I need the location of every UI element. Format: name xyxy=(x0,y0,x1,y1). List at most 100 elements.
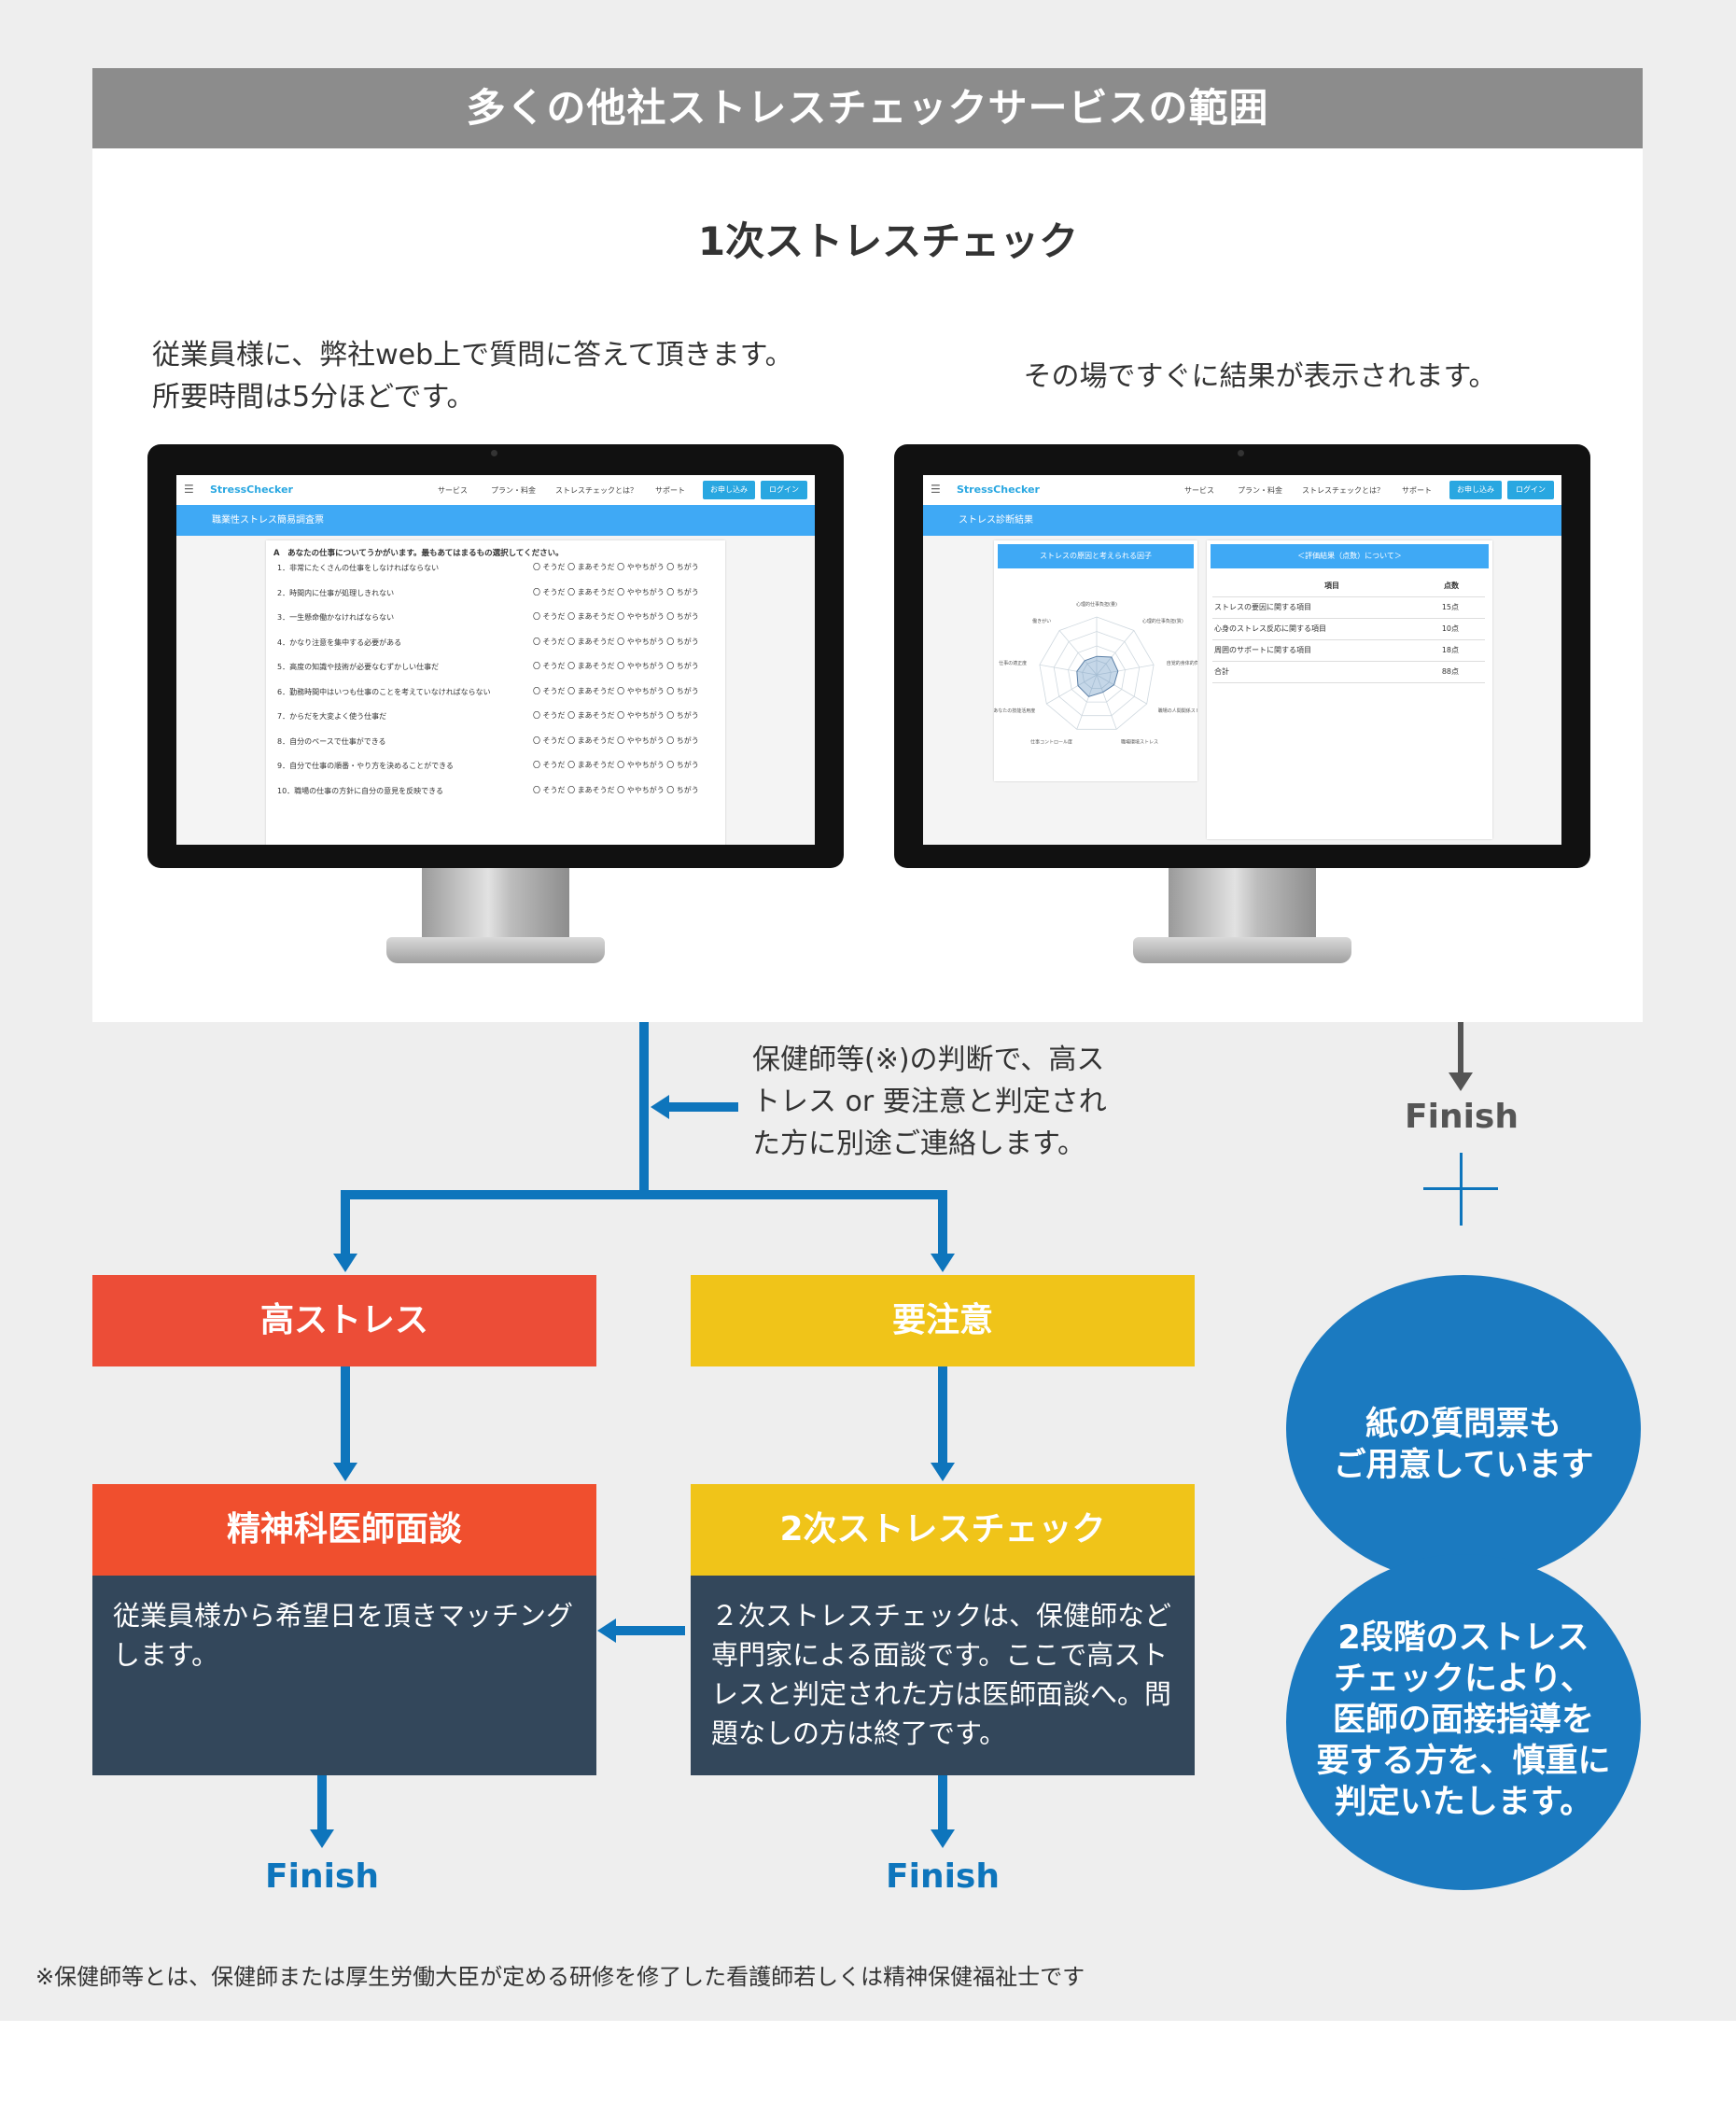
list-item: 2．時間内に仕事が処理しきれない〇 そうだ 〇 まあそうだ 〇 ややちがう 〇 … xyxy=(273,586,721,610)
nav-link-service[interactable]: サービス xyxy=(438,486,468,495)
arrow-down-gray xyxy=(1449,1072,1473,1091)
circle-bottom-line-4: 要する方を、慎重に xyxy=(1316,1743,1611,1780)
site-navbar: ☰ StressChecker サービス プラン・料金 ストレスチェックとは？ … xyxy=(923,475,1561,506)
answer-options[interactable]: 〇 そうだ 〇 まあそうだ 〇 ややちがう 〇 ちがう xyxy=(533,587,699,596)
row-score: 18点 xyxy=(1441,646,1459,654)
monitor-results: ☰ StressChecker サービス プラン・料金 ストレスチェックとは？ … xyxy=(894,444,1590,972)
apply-button[interactable]: お申し込み xyxy=(1449,481,1502,499)
flow-line-note xyxy=(669,1102,738,1112)
site-logo[interactable]: StressChecker xyxy=(210,483,293,496)
answer-options[interactable]: 〇 そうだ 〇 まあそうだ 〇 ややちがう 〇 ちがう xyxy=(533,785,699,794)
footnote: ※保健師等とは、保健師または厚生労働大臣が定める研修を修了した看護師若しくは精神… xyxy=(35,1964,1085,1990)
row-score: 15点 xyxy=(1441,603,1459,611)
flow-line-gray xyxy=(1458,1022,1463,1074)
note-line-3: た方に別途ご連絡します。 xyxy=(752,1128,1085,1160)
login-button[interactable]: ログイン xyxy=(761,481,807,499)
answer-options[interactable]: 〇 そうだ 〇 まあそうだ 〇 ややちがう 〇 ちがう xyxy=(533,736,699,745)
questionnaire-section-title: A あなたの仕事についてうかがいます。最もあてはまるもの選択してください。 xyxy=(273,549,564,558)
second-check-body: ２次ストレスチェックは、保健師など専門家による面談です。ここで高ストレスと判定さ… xyxy=(691,1576,1195,1775)
radar-axis-label: 仕事の適正度 xyxy=(999,660,1027,666)
answer-options[interactable]: 〇 そうだ 〇 まあそうだ 〇 ややちがう 〇 ちがう xyxy=(533,662,699,670)
note-line-2: トレス or 要注意と判定され xyxy=(752,1086,1107,1118)
radar-spoke xyxy=(1076,674,1098,730)
radar-axis-label: 心理的仕事負担(質) xyxy=(1142,618,1183,624)
radar-series xyxy=(1076,655,1119,697)
row-item: 心身のストレス反応に関する項目 xyxy=(1214,624,1326,633)
hamburger-menu-icon[interactable]: ☰ xyxy=(931,483,941,496)
question-text: 6．勤務時間中はいつも仕事のことを考えていなければならない xyxy=(277,687,491,696)
header-item: 項目 xyxy=(1324,582,1339,590)
question-text: 9．自分で仕事の順番・やり方を決めることができる xyxy=(277,762,454,770)
row-item: 周囲のサポートに関する項目 xyxy=(1214,646,1311,654)
answer-options[interactable]: 〇 そうだ 〇 まあそうだ 〇 ややちがう 〇 ちがう xyxy=(533,637,699,646)
list-item: 9．自分で仕事の順番・やり方を決めることができる 〇 そうだ 〇 まあそうだ 〇 … xyxy=(273,759,721,783)
nav-link-plan[interactable]: プラン・料金 xyxy=(491,486,536,495)
row-score: 88点 xyxy=(1441,667,1459,676)
first-check-title: 1次ストレスチェック xyxy=(697,218,1079,264)
radar-spoke xyxy=(1096,674,1117,730)
radar-spoke xyxy=(1058,630,1098,676)
arrow-left-note xyxy=(651,1095,669,1119)
monitor-screen: ☰ StressChecker サービス プラン・料金 ストレスチェックとは？ … xyxy=(923,475,1561,845)
question-text: 10．職場の仕事の方針に自分の意見を反映できる xyxy=(277,786,444,795)
site-logo[interactable]: StressChecker xyxy=(957,483,1040,496)
page-bar-title: ストレス診断結果 xyxy=(959,515,1033,526)
header-score: 点数 xyxy=(1444,582,1459,590)
question-text: 4．かなり注意を集中する必要がある xyxy=(277,638,402,647)
radar-card-title: ストレスの原因と考えられる因子 xyxy=(998,544,1194,568)
nav-link-plan[interactable]: プラン・料金 xyxy=(1238,486,1282,495)
circle-bottom-line-1: 2段階のストレス xyxy=(1337,1619,1589,1657)
desc-left-line-2: 所要時間は5分ほどです。 xyxy=(152,381,475,413)
monitor-questionnaire: ☰ StressChecker サービス プラン・料金 ストレスチェックとは？ … xyxy=(147,444,844,972)
answer-options[interactable]: 〇 そうだ 〇 まあそうだ 〇 ややちがう 〇 ちがう xyxy=(533,612,699,621)
question-text: 8．自分のペースで仕事ができる xyxy=(277,736,386,746)
list-item: 3．一生懸命働かなければならない〇 そうだ 〇 まあそうだ 〇 ややちがう 〇 … xyxy=(273,610,721,635)
camera-dot xyxy=(1238,450,1244,456)
questionnaire-card: A あなたの仕事についてうかがいます。最もあてはまるもの選択してください。 1．… xyxy=(266,540,725,845)
circle-top-line-1: 紙の質問票も xyxy=(1365,1406,1561,1443)
answer-options[interactable]: 〇 そうだ 〇 まあそうだ 〇 ややちがう 〇 ちがう xyxy=(533,761,699,769)
radar-axis-label: 職場環境ストレス xyxy=(1121,738,1158,745)
doctor-interview-title: 精神科医師面談 xyxy=(92,1484,596,1576)
note-line-1: 保健師等(※)の判断で、高ス xyxy=(752,1044,1105,1076)
page-bar-title: 職業性ストレス簡易調査票 xyxy=(212,515,324,526)
nav-link-support[interactable]: サポート xyxy=(655,486,685,495)
table-row: ストレスの要因に関する項目 15点 xyxy=(1212,597,1485,619)
nav-link-about[interactable]: ストレスチェックとは？ xyxy=(1302,486,1384,495)
high-stress-box: 高ストレス xyxy=(92,1275,596,1366)
radar-chart: 心理的仕事負担(量)心理的仕事負担(質)自覚的身体的負担度職場の人間関係ストレス… xyxy=(994,601,1197,745)
radar-axis-label: 職場の人間関係ストレス xyxy=(1158,708,1197,714)
answer-options[interactable]: 〇 そうだ 〇 まあそうだ 〇 ややちがう 〇 ちがう xyxy=(533,563,699,571)
flow-line-finish-left xyxy=(317,1775,327,1831)
table-row: 心身のストレス反応に関する項目 10点 xyxy=(1212,619,1485,640)
first-check-desc-right: その場ですぐに結果が表示されます。 xyxy=(1023,360,1497,393)
nav-link-about[interactable]: ストレスチェックとは？ xyxy=(555,486,637,495)
flow-line-finish-right xyxy=(938,1775,947,1831)
finish-label-gray: Finish xyxy=(1405,1098,1519,1136)
table-row: 周囲のサポートに関する項目 18点 xyxy=(1212,640,1485,662)
radar-axis-label: 自覚的身体的負担度 xyxy=(1167,660,1197,666)
radar-grid-ring xyxy=(1068,645,1126,703)
nav-link-service[interactable]: サービス xyxy=(1184,486,1214,495)
score-card-title: ＜評価結果（点数）について＞ xyxy=(1211,544,1489,568)
question-text: 1．非常にたくさんの仕事をしなければならない xyxy=(277,564,440,572)
list-item: 8．自分のペースで仕事ができる 〇 そうだ 〇 まあそうだ 〇 ややちがう 〇 ち… xyxy=(273,735,721,759)
page-bar: ストレス診断結果 xyxy=(923,505,1561,536)
login-button[interactable]: ログイン xyxy=(1507,481,1554,499)
radar-spoke xyxy=(1096,674,1147,705)
site-navbar: ☰ StressChecker サービス プラン・料金 ストレスチェックとは？ … xyxy=(176,475,815,506)
flow-line-back xyxy=(616,1626,685,1635)
circle-bottom-line-3: 医師の面接指導を xyxy=(1332,1702,1594,1739)
answer-options[interactable]: 〇 そうだ 〇 まあそうだ 〇 ややちがう 〇 ちがう xyxy=(533,711,699,720)
apply-button[interactable]: お申し込み xyxy=(703,481,755,499)
monitor-stand xyxy=(422,868,569,946)
hamburger-menu-icon[interactable]: ☰ xyxy=(184,483,194,496)
paper-questionnaire-circle: 紙の質問票も ご用意しています xyxy=(1286,1275,1641,1583)
question-text: 7．からだを大変よく使う仕事だ xyxy=(277,712,387,721)
radar-chart-group: 心理的仕事負担(量)心理的仕事負担(質)自覚的身体的負担度職場の人間関係ストレス… xyxy=(994,601,1197,745)
nav-link-support[interactable]: サポート xyxy=(1402,486,1432,495)
circle-bottom-line-5: 判定いたします。 xyxy=(1334,1784,1593,1821)
answer-options[interactable]: 〇 そうだ 〇 まあそうだ 〇 ややちがう 〇 ちがう xyxy=(533,686,699,695)
monitor-screen: ☰ StressChecker サービス プラン・料金 ストレスチェックとは？ … xyxy=(176,475,815,845)
monitor-base xyxy=(1133,937,1351,963)
